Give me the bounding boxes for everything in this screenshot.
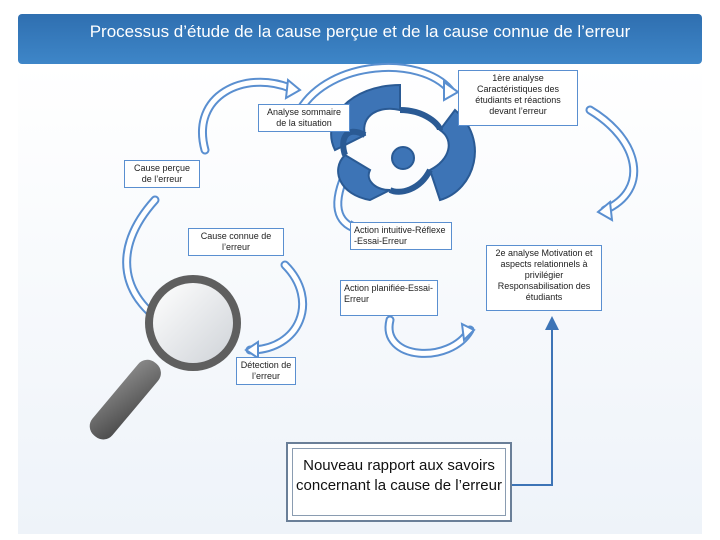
first-analysis-detail: Caractéristiques des étudiants et réacti… bbox=[462, 84, 574, 117]
first-analysis-box: 1ère analyse Caractéristiques des étudia… bbox=[458, 70, 578, 126]
feedback-arrow-head bbox=[545, 316, 559, 330]
feedback-arrow bbox=[512, 325, 552, 485]
action-intuitive-box: Action intuitive-Réflexe -Essai-Erreur bbox=[350, 222, 452, 250]
nouveau-rapport-box: Nouveau rapport aux savoirs concernant l… bbox=[286, 442, 512, 522]
recycle-arrows-icon bbox=[331, 85, 475, 200]
analyse-sommaire-box: Analyse sommaire de la situation bbox=[258, 104, 350, 132]
cause-percue-box: Cause perçue de l’erreur bbox=[124, 160, 200, 188]
detection-box: Détection de l’erreur bbox=[236, 357, 296, 385]
magnifying-glass-icon bbox=[85, 275, 241, 444]
action-planifiee-box: Action planifiée-Essai-Erreur bbox=[340, 280, 438, 316]
second-analysis-box: 2e analyse Motivation et aspects relatio… bbox=[486, 245, 602, 311]
cause-connue-box: Cause connue de l’erreur bbox=[188, 228, 284, 256]
first-analysis-heading: 1ère analyse bbox=[462, 73, 574, 84]
